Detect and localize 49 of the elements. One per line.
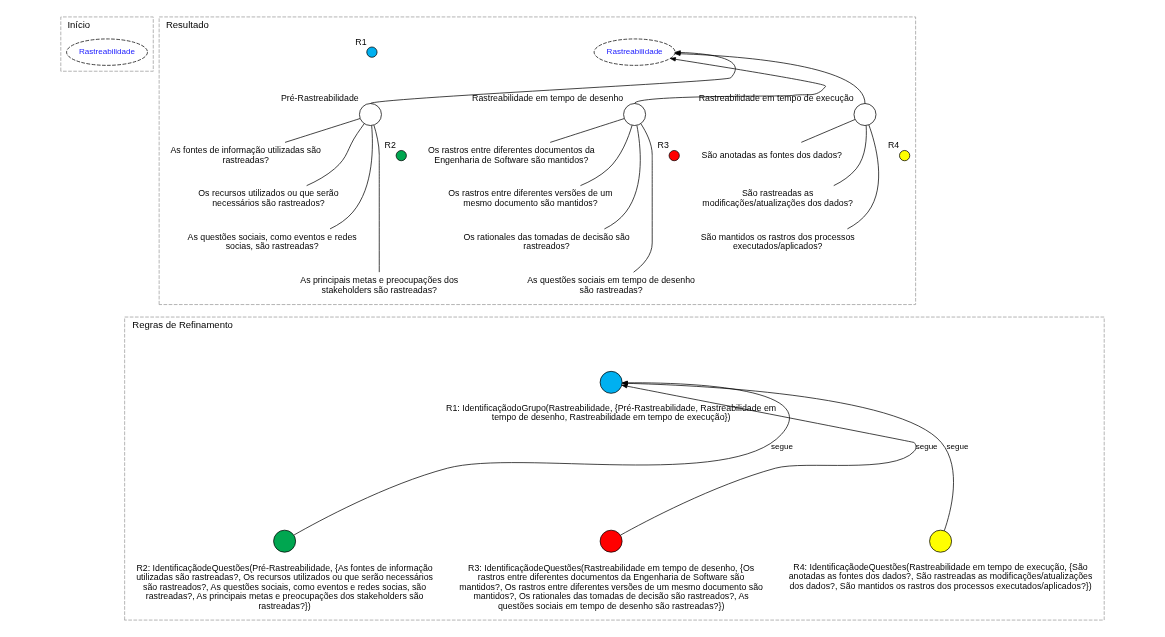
node-label: R2 — [384, 139, 396, 150]
connector — [800, 119, 856, 143]
node-label: R3 — [657, 139, 669, 150]
node-circle — [366, 46, 378, 58]
node-label: Pré-Rastreabilidade — [280, 93, 359, 104]
node-label: R1 — [355, 36, 367, 47]
connector — [284, 118, 361, 143]
node-text: Os rastros entre diferentes versões de um mesmo documento são mantidos? — [448, 188, 613, 208]
node-text: As principais metas e preocupações dos stakeholders são rastreadas? — [300, 274, 459, 295]
node-circle — [668, 150, 680, 162]
node-label: Rastreabilidade em tempo de execução — [698, 93, 854, 104]
connector — [833, 125, 867, 186]
node-circle — [599, 370, 623, 394]
edge-label: segue — [771, 441, 794, 451]
connector — [549, 118, 625, 143]
node-text: São rastreadas as modificações/atualizações dos dados? — [702, 188, 853, 208]
node-circle — [395, 150, 407, 162]
node-label: R4 — [887, 139, 900, 150]
node-text: São anotadas as fontes dos dados? — [701, 149, 842, 160]
node-circle — [599, 529, 623, 553]
node-label: R4: IdentificaçãodeQuestões(Rastreabilidade em tempo de execução, {São anotadas as fontes dos dados?, São rastreadas as modificações/atualizações dos dados?, São mantidos os rastros dos processos executados/aplicados?}) — [788, 561, 1093, 591]
node-circle — [359, 103, 382, 126]
node-circle — [929, 529, 952, 553]
arrow — [634, 57, 826, 104]
node-label: R3: IdentificaçãodeQuestões(Rastreabilidade em tempo de desenho, {Os rastros entre diferentes documentos da Engenharia de Software são mantidos?, Os rastros entre diferentes versões de um mesmo documento são mantidos?, Os rationales das tomadas de decisão são rastreados?, As questões sociais em tempo de desenho são rastreadas?}) — [459, 562, 763, 611]
connector — [604, 125, 641, 230]
edge-label: segue — [946, 441, 969, 451]
node-text: Os recursos utilizados ou que serão necessários são rastreados? — [198, 188, 339, 208]
arrow — [620, 384, 917, 536]
node-label: R2: IdentificaçãodeQuestões(Pré-Rastreabilidade, {As fontes de informação utilizadas são rastreadas?, Os recursos utilizados ou que serão necessários são rastreados?, As questões sociais, como eventos e redes socias, são rastreadas?, As principais metas e preocupações dos stakeholders são rastreadas?}) — [136, 562, 433, 611]
node-ellipse: Rastreabilidade — [66, 38, 148, 66]
connector — [329, 125, 373, 230]
node-text: As questões sociais, como eventos e redes socias, são rastreadas? — [187, 231, 357, 252]
node-text: As fontes de informação utilizadas são rastreadas? — [170, 145, 322, 165]
node-text: As questões sociais em tempo de desenho são rastreadas? — [527, 274, 695, 295]
connector — [373, 124, 380, 273]
node-text: Os rationales das tomadas de decisão são rastreados? — [463, 231, 630, 252]
node-text: São mantidos os rastros dos processos executados/aplicados? — [700, 231, 855, 252]
node-circle — [273, 529, 296, 553]
node-text: Os rastros entre diferentes documentos da Engenharia de Software são mantidos? — [427, 145, 595, 165]
node-circle — [623, 103, 646, 126]
node-circle — [853, 103, 877, 126]
edge-label: segue — [915, 441, 938, 451]
node-circle — [899, 150, 911, 162]
connector — [633, 123, 653, 273]
connector — [580, 124, 633, 186]
connector — [847, 124, 880, 230]
node-label: Rastreabilidade em tempo de desenho — [472, 93, 624, 104]
connector — [306, 123, 365, 186]
